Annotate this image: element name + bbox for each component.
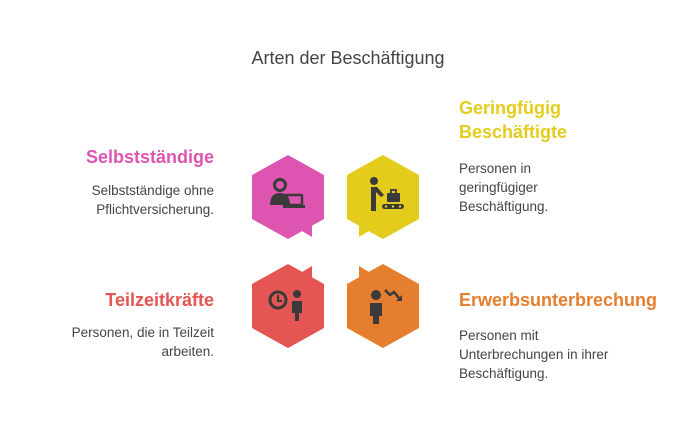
heading-erwerbsunterbrechung: Erwerbsunterbrechung	[459, 290, 658, 310]
hexagon-erwerbsunterbrechung	[345, 262, 421, 348]
diagram-title: Arten der Beschäftigung	[251, 48, 445, 68]
heading-geringfuegig: Geringfügig Beschäftigte	[459, 98, 568, 142]
description-erwerbsunterbrechung: Personen mit Unterbrechungen in ihrer Be…	[459, 328, 609, 381]
hexagon-geringfuegig	[345, 155, 421, 241]
person-downtrend-icon	[370, 289, 402, 324]
description-teilzeitkraefte: Personen, die in Teilzeit arbeiten.	[71, 325, 214, 359]
heading-selbststaendige: Selbstständige	[85, 147, 214, 167]
worker-conveyor-icon	[370, 177, 404, 211]
hexagon-teilzeitkraefte	[250, 262, 326, 348]
clock-person-icon	[268, 290, 302, 321]
hexagon-selbststaendige	[250, 155, 326, 241]
description-selbststaendige: Selbstständige ohne Pflichtversicherung.	[91, 183, 214, 217]
person-laptop-icon	[270, 178, 305, 208]
heading-teilzeitkraefte: Teilzeitkräfte	[105, 290, 214, 310]
description-geringfuegig: Personen in geringfügiger Beschäftigung.	[459, 161, 549, 214]
